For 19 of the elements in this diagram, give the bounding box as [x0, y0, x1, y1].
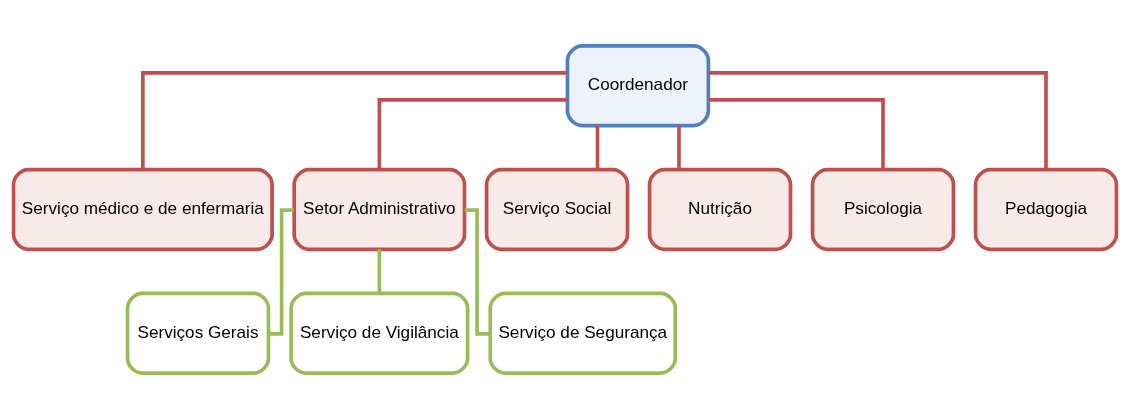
connector: [268, 208, 294, 336]
node-box: Pedagogia: [973, 167, 1119, 252]
node-box: Serviços Gerais: [125, 291, 271, 375]
node-box: Serviço Social: [484, 167, 630, 252]
connector: [377, 97, 568, 170]
connector: [595, 125, 600, 170]
node-box: Serviço de Vigilância: [289, 291, 470, 375]
connector: [708, 97, 885, 170]
node-box: Setor Administrativo: [292, 167, 467, 252]
connector: [708, 71, 1048, 170]
connector: [677, 125, 681, 170]
connector: [141, 71, 567, 170]
node-box: Serviço de Segurança: [488, 291, 678, 375]
connector: [377, 249, 382, 294]
node-box: Psicologia: [810, 167, 956, 252]
node-box: Serviço médico e de enfermaria: [11, 167, 274, 252]
node-box: Coordenador: [565, 44, 711, 128]
connector: [464, 208, 491, 336]
node-box: Nutrição: [647, 167, 793, 252]
